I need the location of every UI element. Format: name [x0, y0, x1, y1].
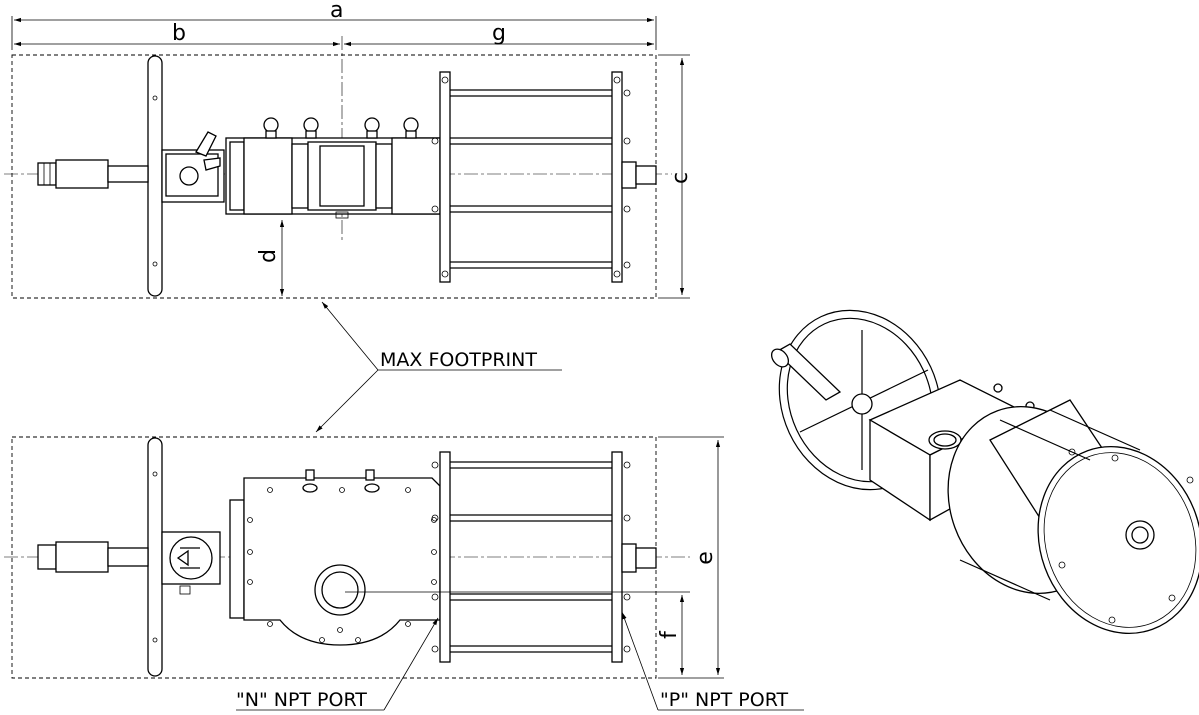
dimension-f-label: f	[657, 630, 682, 639]
bottom-handwheel	[147, 437, 163, 677]
dimension-b-label: b	[172, 21, 186, 46]
iso-shaft	[770, 343, 842, 401]
p-port-label: "P" NPT PORT	[660, 689, 789, 711]
dimension-g-label: g	[492, 21, 506, 46]
dimension-b-g: b g	[13, 21, 654, 47]
dimension-d-label: d	[256, 249, 281, 263]
dimension-e: e	[658, 436, 724, 679]
bottom-view: e f	[4, 436, 724, 679]
lifting-eyes	[263, 117, 419, 139]
max-footprint-callout: MAX FOOTPRINT	[315, 301, 562, 433]
bottom-cylinder	[431, 451, 657, 663]
p-port-callout: "P" NPT PORT	[621, 611, 804, 711]
top-gearbox	[161, 131, 225, 203]
top-view: a b g	[4, 0, 693, 299]
dimension-a-label: a	[330, 0, 343, 23]
top-cylinder	[431, 71, 657, 283]
bottom-housing	[229, 469, 441, 646]
isometric-view	[770, 309, 1199, 635]
dimension-e-label: e	[693, 551, 718, 565]
iso-cylinder	[947, 399, 1199, 635]
n-port-label: "N" NPT PORT	[236, 689, 367, 711]
bottom-gearbox	[161, 531, 221, 595]
dimension-d: d	[256, 220, 285, 296]
n-port-callout: "N" NPT PORT	[236, 617, 439, 711]
max-footprint-label: MAX FOOTPRINT	[380, 349, 537, 371]
top-handwheel	[147, 55, 163, 297]
top-body	[225, 117, 441, 219]
top-shaft	[37, 159, 149, 189]
dimension-c: c	[658, 54, 693, 299]
dimension-c-label: c	[668, 172, 693, 184]
dimension-a: a	[11, 0, 657, 50]
dimension-f: f	[657, 595, 685, 675]
bottom-shaft	[37, 541, 149, 573]
